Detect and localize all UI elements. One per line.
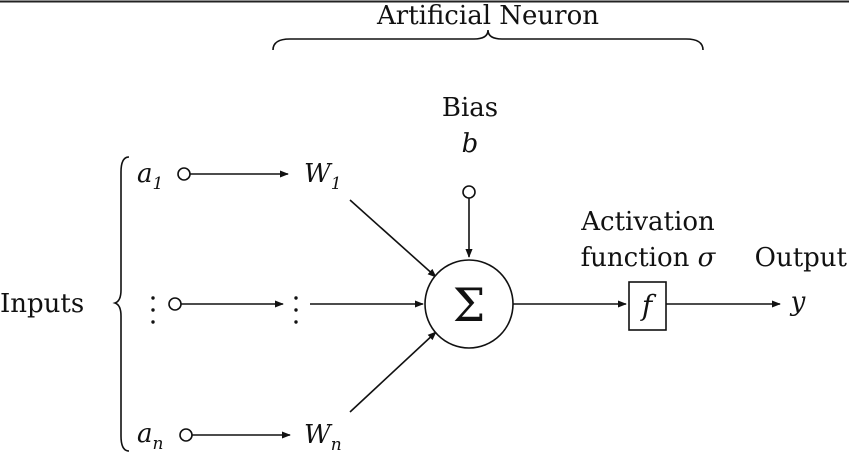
weight-wn: Wn xyxy=(304,420,342,454)
output-symbol: y xyxy=(790,287,806,317)
input-node xyxy=(179,428,193,442)
summation-symbol: Σ xyxy=(453,278,486,332)
inputs-brace xyxy=(112,156,130,452)
input-name: a xyxy=(137,159,153,189)
w1-to-sum-arrow xyxy=(349,199,437,278)
input-name: a xyxy=(137,419,153,449)
bias-symbol: b xyxy=(462,129,479,159)
weight-vdots xyxy=(294,296,298,324)
bias-node xyxy=(462,185,476,199)
input-node xyxy=(177,167,191,181)
neuron-title: Artificial Neuron xyxy=(376,1,599,31)
input-a1: a1 W1 xyxy=(137,159,342,194)
neuron-brace xyxy=(272,29,704,51)
activation-box xyxy=(628,281,667,331)
svg-text:an: an xyxy=(137,419,163,454)
svg-text:a1: a1 xyxy=(137,159,163,194)
weight-w1: W1 xyxy=(304,159,342,194)
sigma-symbol: σ xyxy=(698,243,717,273)
output-label: Output xyxy=(755,243,848,273)
input-subscript: n xyxy=(153,434,164,454)
input-ellipsis xyxy=(151,296,424,324)
input-an: an Wn xyxy=(137,419,342,454)
input-node xyxy=(168,297,182,311)
input-vdots xyxy=(151,296,155,324)
activation-label-line2: function σ xyxy=(581,243,717,273)
wn-to-sum-arrow xyxy=(349,331,437,413)
inputs-label: Inputs xyxy=(0,289,84,319)
bias-label: Bias xyxy=(442,93,498,123)
activation-label-line1: Activation xyxy=(580,207,715,237)
input-subscript: 1 xyxy=(153,174,164,194)
